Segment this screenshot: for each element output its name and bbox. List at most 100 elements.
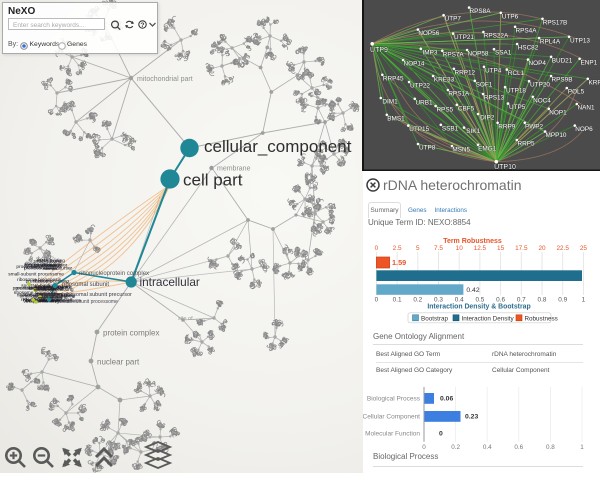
svg-text:UTP20: UTP20 [530,82,550,89]
svg-text:RPS5: RPS5 [436,107,453,114]
svg-text:0.2: 0.2 [451,444,460,451]
svg-text:nuclear part: nuclear part [97,358,140,367]
svg-text:SSB1: SSB1 [442,125,459,132]
svg-text:10: 10 [456,245,464,252]
svg-text:NOP14: NOP14 [404,61,425,68]
svg-text:22.5: 22.5 [556,245,569,252]
svg-text:0.4: 0.4 [483,444,492,451]
svg-text:Interaction Density: Interaction Density [462,315,515,322]
svg-text:NAN1: NAN1 [577,105,594,112]
svg-text:Molecular Function: Molecular Function [365,431,420,438]
svg-text:0.3: 0.3 [434,296,443,303]
svg-text:RPS7A: RPS7A [443,51,465,58]
svg-text:?: ? [140,22,144,29]
svg-text:RPS13: RPS13 [484,95,505,102]
svg-text:HSC82: HSC82 [518,45,539,52]
svg-text:UTP18: UTP18 [506,88,526,95]
svg-text:25: 25 [580,245,588,252]
svg-text:DIP2: DIP2 [480,115,495,122]
svg-text:0.7: 0.7 [517,296,526,303]
svg-text:0.06: 0.06 [440,396,453,403]
svg-text:UTP6: UTP6 [502,13,519,20]
svg-text:Robustness: Robustness [525,315,558,322]
svg-text:PWP2: PWP2 [525,123,544,130]
svg-text:mitochondrial part: mitochondrial part [137,76,193,83]
svg-text:intracellular: intracellular [140,275,200,289]
svg-text:URB1: URB1 [415,99,432,106]
svg-text:RRP45: RRP45 [383,75,404,82]
svg-text:UTP13: UTP13 [570,37,590,44]
svg-text:Cellular Component: Cellular Component [363,414,420,421]
svg-text:0: 0 [439,431,443,438]
svg-text:0.6: 0.6 [514,444,523,451]
svg-text:NOP58: NOP58 [468,51,489,58]
svg-text:20: 20 [538,245,546,252]
svg-text:0.5: 0.5 [475,296,484,303]
svg-text:KRR1: KRR1 [588,79,600,86]
svg-text:EMG1: EMG1 [478,145,497,152]
svg-text:UTP5: UTP5 [509,104,526,111]
svg-text:RPS22A: RPS22A [484,33,509,40]
svg-text:Bootstrap: Bootstrap [421,315,448,322]
svg-text:SIK1: SIK1 [466,128,480,135]
svg-text:0.42: 0.42 [466,287,479,294]
svg-text:cellular_component: cellular_component [204,137,352,156]
svg-text:1: 1 [580,444,584,451]
svg-text:SOF1: SOF1 [476,81,493,88]
svg-text:RRP12: RRP12 [454,69,475,76]
svg-text:Biological Process: Biological Process [367,396,421,403]
svg-text:NOP4: NOP4 [528,60,546,67]
svg-text:0.8: 0.8 [546,444,555,451]
svg-text:UTP10: UTP10 [494,164,516,171]
svg-text:RPS1A: RPS1A [448,91,470,98]
svg-text:UTP21: UTP21 [454,34,474,41]
svg-text:SSA1: SSA1 [495,50,512,57]
svg-text:0: 0 [375,245,379,252]
svg-text:ribosomal subunit: ribosomal subunit [62,282,109,288]
svg-text:0: 0 [375,296,379,303]
svg-text:CBF5: CBF5 [458,105,475,112]
svg-text:UTP15: UTP15 [409,126,429,133]
svg-text:0.9: 0.9 [558,296,567,303]
svg-text:RRP9: RRP9 [498,123,515,130]
svg-text:UTP4: UTP4 [485,67,502,74]
svg-text:7.5: 7.5 [434,245,443,252]
svg-text:RCL1: RCL1 [508,70,525,77]
svg-text:RRP5: RRP5 [517,141,534,148]
svg-text:site of...: site of... [178,316,198,322]
svg-text:BMS1: BMS1 [387,115,405,122]
svg-text:ribosomal subunit precursor: ribosomal subunit precursor [64,292,132,298]
svg-text:RPS9B: RPS9B [552,77,573,84]
svg-text:protein complex: protein complex [103,329,159,338]
svg-text:0.4: 0.4 [455,296,464,303]
svg-text:RPS17B: RPS17B [543,19,568,26]
svg-text:UTP9: UTP9 [370,47,388,54]
svg-text:1.59: 1.59 [392,258,406,267]
svg-text:NOP6: NOP6 [575,126,593,133]
svg-text:Interaction Density & Bootstra: Interaction Density & Bootstrap [427,304,530,311]
svg-text:1: 1 [582,296,586,303]
svg-text:UTP8: UTP8 [419,145,436,152]
svg-text:UTP22: UTP22 [410,83,430,90]
svg-text:NOP1: NOP1 [549,109,567,116]
svg-text:RPS8A: RPS8A [470,8,492,15]
svg-text:BUD21: BUD21 [552,57,573,64]
svg-text:5: 5 [416,245,420,252]
svg-text:NOP56: NOP56 [418,30,439,37]
svg-text:small subunit processome: small subunit processome [60,299,118,305]
svg-text:15: 15 [497,245,505,252]
svg-text:UTP7: UTP7 [445,16,462,23]
svg-text:IMP3: IMP3 [423,49,438,56]
svg-text:MSN5: MSN5 [452,147,470,154]
svg-text:RPS4A: RPS4A [516,27,538,34]
svg-text:small-subunit processome: small-subunit processome [8,271,64,277]
svg-text:NOC4: NOC4 [533,97,551,104]
svg-text:KRE33: KRE33 [434,77,455,84]
svg-text:0.2: 0.2 [413,296,422,303]
svg-text:12.5: 12.5 [474,245,487,252]
svg-text:cell part: cell part [183,171,243,190]
svg-text:ENP1: ENP1 [580,59,597,66]
svg-text:2.5: 2.5 [393,245,402,252]
svg-text:0: 0 [422,444,426,451]
svg-text:17.5: 17.5 [515,245,528,252]
